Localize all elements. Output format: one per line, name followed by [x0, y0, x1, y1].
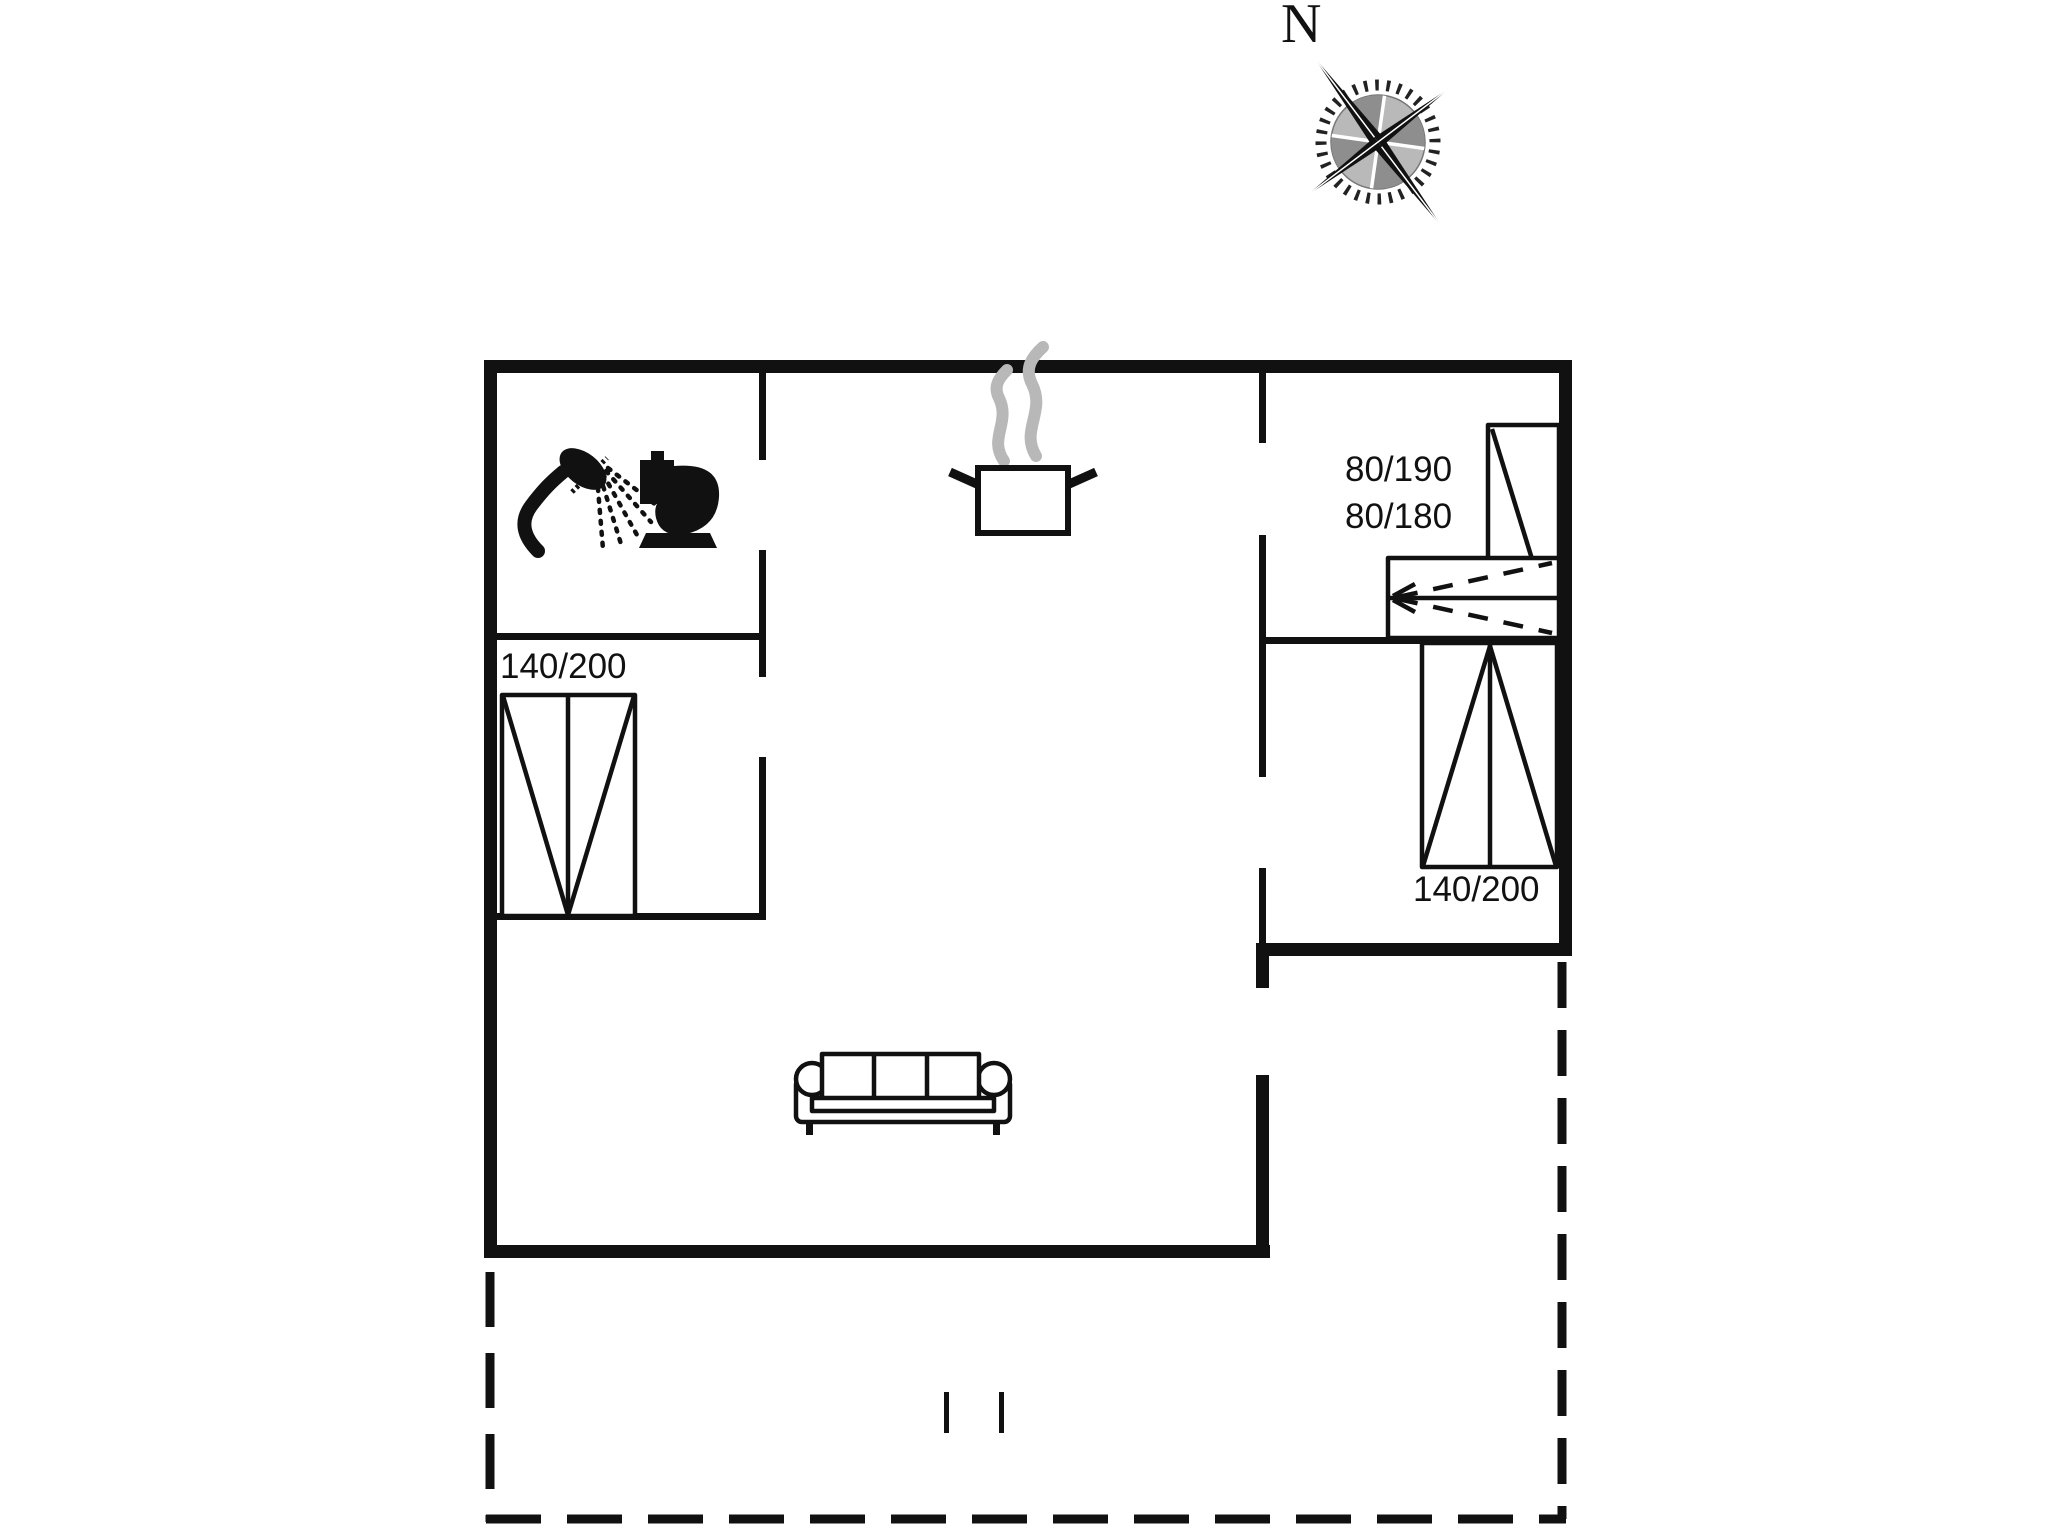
wall-left: [484, 360, 497, 1258]
wall-living-east-lower: [1256, 1075, 1269, 1258]
wall-bath-bottom: [490, 633, 766, 640]
bed-size-label-bunk-lower: 80/180: [1345, 497, 1453, 536]
wall-living-bottom: [484, 1245, 1270, 1258]
wall-hall-divider-b: [1259, 535, 1266, 777]
wall-right: [1559, 360, 1572, 956]
exterior-walls: [484, 360, 1572, 1258]
wall-south-right-wing: [1256, 943, 1572, 956]
bed-right-double: [1419, 640, 1560, 870]
compass-rose: [1305, 55, 1451, 229]
terrace-step-marks: [944, 1392, 1004, 1433]
steam-wisps: [990, 341, 1049, 467]
compass-north-label: N: [1281, 0, 1322, 55]
shower-icon: [517, 448, 663, 558]
bed-size-label-left: 140/200: [500, 647, 627, 686]
stove-pot-icon: [948, 341, 1098, 536]
wall-right-rooms-divider: [1262, 637, 1559, 644]
wall-bath-right-a: [759, 373, 766, 460]
terrace-step-mark-left: [944, 1392, 949, 1433]
bed-left-double: [499, 692, 638, 919]
bed-bunk-horizontal: [1385, 555, 1562, 641]
wall-living-east-upper: [1256, 956, 1269, 988]
compass-needle-east-west: [1305, 87, 1451, 197]
toilet-icon: [639, 451, 720, 548]
wall-hall-divider-a: [1259, 373, 1266, 443]
terrace-outline: [485, 962, 1567, 1524]
bed-size-label-bunk-upper: 80/190: [1345, 450, 1453, 489]
wall-bath-right-c: [759, 757, 766, 917]
terrace-step-mark-right: [999, 1392, 1004, 1433]
wall-hall-divider-c: [1259, 868, 1266, 943]
wall-bath-right-b: [759, 550, 766, 677]
sofa: [793, 1051, 1013, 1135]
bed-size-label-right: 140/200: [1413, 870, 1540, 909]
